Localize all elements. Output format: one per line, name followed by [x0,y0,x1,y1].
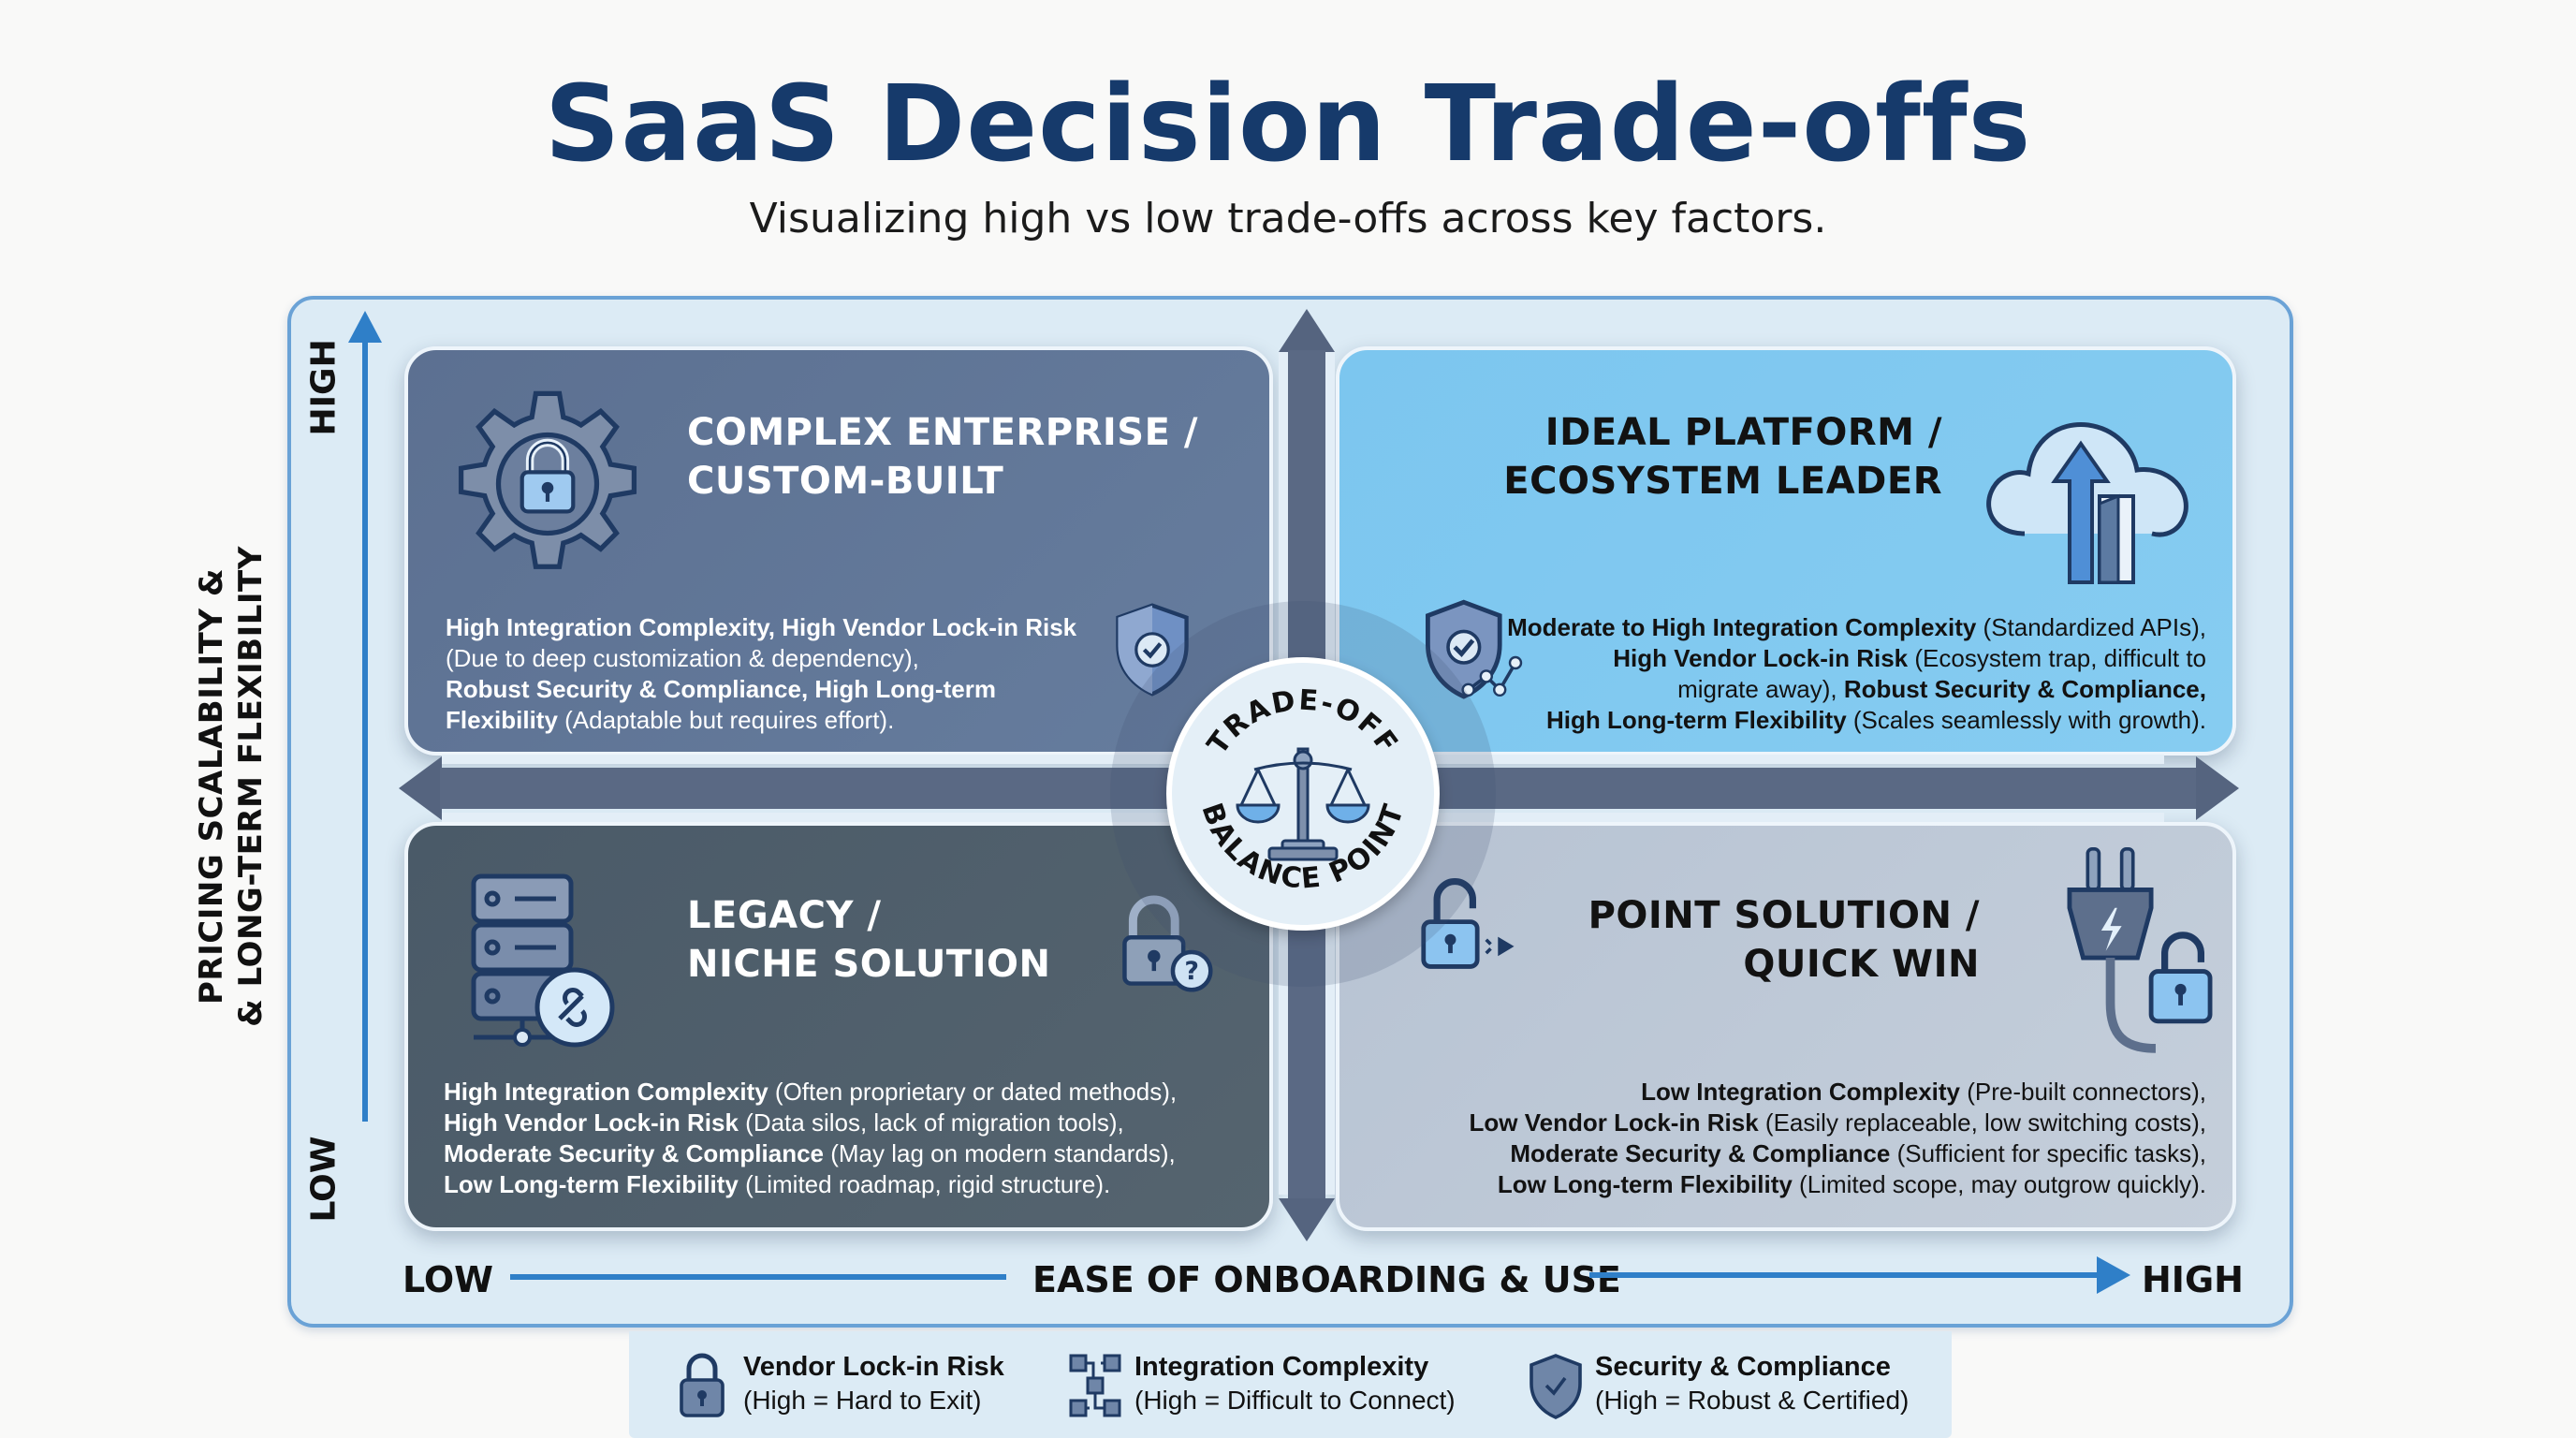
x-axis-arrow-icon [1589,1256,2130,1294]
desc-bold: Low Vendor Lock-in Risk [1469,1108,1759,1137]
quadrant-title-line1: IDEAL PLATFORM / [1544,411,1942,454]
x-axis-line-left [510,1274,1006,1280]
quadrant-title-line2: CUSTOM-BUILT [687,460,1004,503]
desc-bold: Low Long-term Flexibility [1497,1170,1793,1198]
quadrant-point-solution: POINT SOLUTION / QUICK WIN Low Integrati… [1336,822,2236,1231]
cloud-upload-door-icon [1986,422,2188,584]
legend-label: Vendor Lock-in Risk [743,1352,1004,1382]
shield-icon [1530,1354,1582,1419]
y-axis-title: PRICING SCALABILITY & & LONG-TERM FLEXIB… [192,506,276,1067]
desc-bold: High Long-term Flexibility [1545,706,1847,734]
shield-check-icon [1116,603,1189,697]
desc-bold: High Integration Complexity, High Vendor… [446,613,1077,641]
desc-normal: (Ecosystem trap, difficult to [1908,644,2206,672]
desc-normal: (Limited roadmap, rigid structure). [738,1170,1111,1198]
quadrant-title-line2: ECOSYSTEM LEADER [1503,460,1942,503]
desc-normal: (Often proprietary or dated methods), [768,1078,1178,1106]
svg-text:?: ? [1184,957,1199,986]
quadrant-title: POINT SOLUTION / QUICK WIN [1588,891,1980,989]
y-axis-title-line1: PRICING SCALABILITY & [193,568,230,1005]
page-title: SaaS Decision Trade-offs [544,64,2032,185]
server-link-icon [471,873,615,1048]
trade-off-balance-point: TRADE-OFF BALANCE POINT [1166,657,1440,931]
desc-bold: Moderate Security & Compliance [1510,1139,1891,1167]
desc-normal: (Standardized APIs), [1976,613,2206,641]
y-axis-low-label: LOW [304,1136,344,1223]
quadrant-description: High Integration Complexity (Often propr… [444,1077,1249,1200]
lock-question-icon: ? [1122,895,1213,992]
legend-sublabel: (High = Difficult to Connect) [1134,1386,1456,1415]
desc-normal: (Easily replaceable, low switching costs… [1758,1108,2206,1137]
desc-bold: Flexibility [446,706,558,734]
desc-normal: (Limited scope, may outgrow quickly). [1792,1170,2206,1198]
balance-point-badge: TRADE-OFF BALANCE POINT [1194,684,1409,896]
desc-normal: migrate away), [1677,675,1844,703]
desc-bold: Moderate Security & Compliance [444,1139,824,1167]
desc-normal: (Sufficient for specific tasks), [1890,1139,2206,1167]
quadrant-title-line2: NICHE SOLUTION [687,943,1051,986]
integration-blocks-icon [1069,1354,1121,1417]
quadrant-title-line1: LEGACY / [687,894,882,937]
y-axis-title-line2: & LONG-TERM FLEXIBILITY [232,546,270,1027]
desc-bold: High Vendor Lock-in Risk [1613,644,1909,672]
shield-check-network-icon [1426,599,1523,699]
desc-normal: (Scales seamlessly with growth). [1846,706,2206,734]
desc-normal: (Adaptable but requires effort). [557,706,895,734]
unlocked-exit-icon [1421,878,1515,969]
legend-sublabel: (High = Hard to Exit) [743,1386,982,1415]
y-axis-arrow-icon [348,311,382,1122]
x-axis-high-label: HIGH [2142,1259,2244,1300]
quadrant-description: Moderate to High Integration Complexity … [1495,612,2206,736]
quadrant-complex-enterprise: COMPLEX ENTERPRISE / CUSTOM-BUILT High I… [404,346,1273,756]
quadrant-description: High Integration Complexity, High Vendor… [446,612,1101,736]
legend-sublabel: (High = Robust & Certified) [1595,1386,1910,1415]
quadrant-title: LEGACY / NICHE SOLUTION [687,891,1050,989]
gear-lock-icon [458,390,637,569]
lock-icon [680,1353,724,1417]
quadrant-description: Low Integration Complexity (Pre-built co… [1401,1077,2206,1200]
desc-bold: High Vendor Lock-in Risk [444,1108,739,1137]
x-axis-title: EASE OF ONBOARDING & USE [1032,1259,1621,1300]
desc-bold: Robust Security & Compliance, High Long-… [446,675,996,703]
page-subtitle: Visualizing high vs low trade-offs acros… [749,195,1827,242]
desc-bold: Low Long-term Flexibility [444,1170,739,1198]
plug-unlock-icon [2067,847,2213,1053]
quadrant-title: COMPLEX ENTERPRISE / CUSTOM-BUILT [687,408,1198,506]
desc-normal: (Pre-built connectors), [1960,1078,2206,1106]
desc-normal: (May lag on modern standards), [824,1139,1176,1167]
quadrant-title: IDEAL PLATFORM / ECOSYSTEM LEADER [1503,408,1942,506]
x-axis-low-label: LOW [402,1259,494,1300]
desc-normal: (Due to deep customization & dependency)… [446,644,919,672]
legend: Vendor Lock-in Risk (High = Hard to Exit… [629,1331,1952,1438]
desc-normal: (Data silos, lack of migration tools), [738,1108,1124,1137]
quadrant-title-line2: QUICK WIN [1743,943,1980,986]
desc-bold: High Integration Complexity [444,1078,768,1106]
legend-label: Integration Complexity [1134,1352,1429,1382]
quadrant-ideal-platform: IDEAL PLATFORM / ECOSYSTEM LEADER Modera… [1336,346,2236,756]
desc-bold: Moderate to High Integration Complexity [1507,613,1977,641]
y-axis-high-label: HIGH [304,339,344,436]
desc-bold: Low Integration Complexity [1641,1078,1961,1106]
quadrant-title-line1: POINT SOLUTION / [1588,894,1980,937]
quadrant-legacy-niche: LEGACY / NICHE SOLUTION ? High Integrati… [404,822,1273,1231]
scales-icon [1236,747,1370,861]
quadrant-title-line1: COMPLEX ENTERPRISE / [687,411,1198,454]
legend-label: Security & Compliance [1595,1352,1891,1382]
desc-bold: Robust Security & Compliance, [1843,675,2206,703]
